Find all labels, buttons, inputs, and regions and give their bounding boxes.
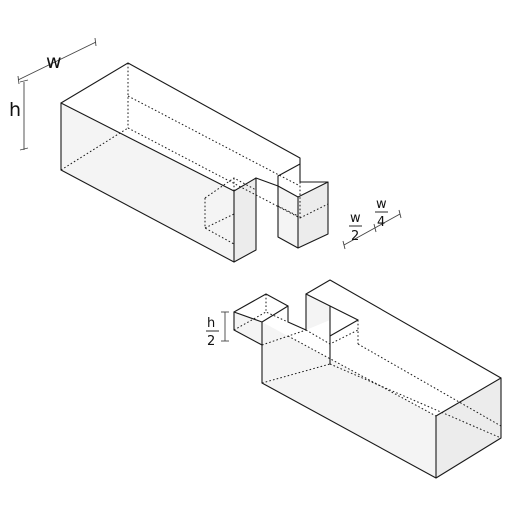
height-label: h bbox=[9, 99, 21, 121]
lower-beam-end-face bbox=[436, 378, 501, 478]
tenon-width-dimension: w 2 w 4 bbox=[342, 197, 402, 250]
lower-beam bbox=[233, 279, 502, 479]
upper-beam bbox=[60, 62, 329, 263]
lower-beam-front-face bbox=[262, 322, 436, 478]
half-height-dimension: h 2 bbox=[206, 311, 229, 349]
upper-beam-cut-face bbox=[234, 178, 256, 262]
half-height-fraction: h 2 bbox=[206, 316, 219, 349]
height-dimension: h bbox=[9, 79, 29, 151]
quarter-width-fraction: w 4 bbox=[375, 197, 388, 230]
upper-tenon-front-face bbox=[278, 186, 298, 248]
half-height-numerator: h bbox=[207, 316, 215, 331]
upper-tenon-end-face bbox=[298, 182, 328, 248]
quarter-width-denominator: 4 bbox=[377, 215, 385, 230]
half-width-fraction: w 2 bbox=[349, 211, 362, 244]
upper-beam-front-face bbox=[61, 103, 234, 262]
half-width-denominator: 2 bbox=[351, 229, 359, 244]
half-width-numerator: w bbox=[350, 211, 361, 226]
width-label: w bbox=[46, 51, 62, 73]
quarter-width-numerator: w bbox=[376, 197, 387, 212]
lower-step-front-face bbox=[234, 312, 262, 345]
half-height-denominator: 2 bbox=[207, 334, 215, 349]
width-dimension: w bbox=[17, 37, 97, 85]
